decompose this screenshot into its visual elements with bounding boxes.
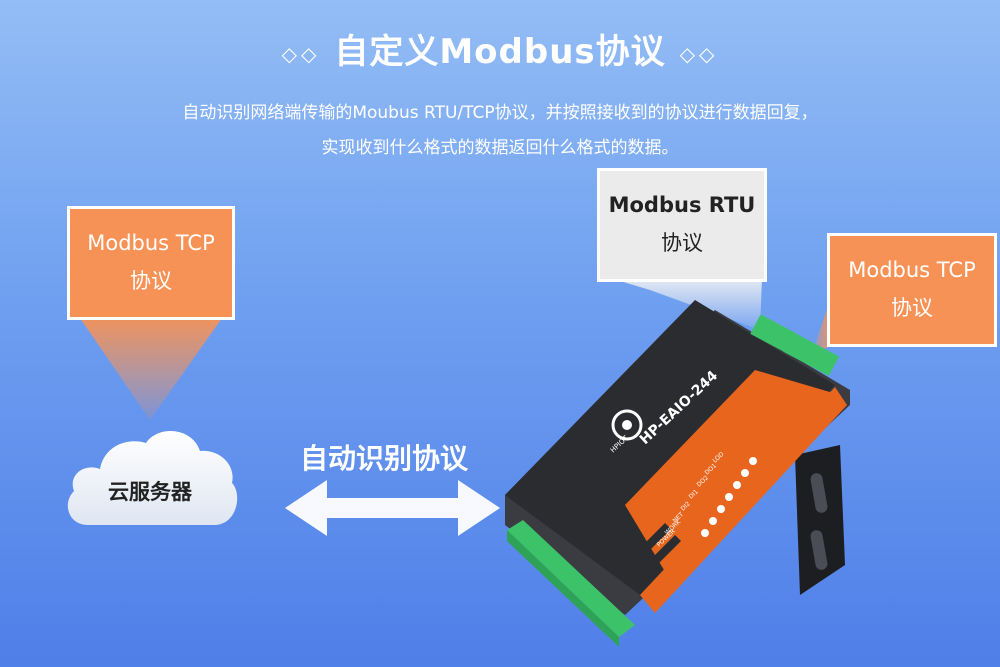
- cloud-server-icon: [67, 431, 238, 525]
- status-leds: [701, 457, 757, 537]
- hp-eaio-244-device: HP-EAIO-244 HPIOT LODDO1DO2DI1DI2NETWORK…: [505, 300, 850, 647]
- hpiot-logo-icon: [611, 409, 643, 441]
- modbus-tcp-box-left: Modbus TCP 协议: [67, 206, 235, 320]
- box-center-line1: Modbus RTU: [608, 193, 756, 218]
- box-center-line2: 协议: [661, 231, 703, 255]
- box-right-line1: Modbus TCP: [848, 258, 976, 283]
- description-line-2: 实现收到什么格式的数据返回什么格式的数据。: [321, 138, 679, 158]
- box-right-line2: 协议: [891, 296, 933, 320]
- page-title: ◇◇ 自定义Modbus协议 ◇◇: [0, 24, 1000, 73]
- modbus-tcp-box-right: Modbus TCP 协议: [827, 233, 997, 347]
- diamond-decoration-right: ◇◇: [679, 41, 719, 66]
- box-left-line1: Modbus TCP: [87, 231, 215, 256]
- box-left-line2: 协议: [130, 269, 172, 293]
- beam-center: [610, 278, 762, 330]
- diamond-decoration-left: ◇◇: [281, 41, 321, 66]
- title-text: 自定义Modbus协议: [334, 32, 666, 72]
- description-line-1: 自动识别网络端传输的Moubus RTU/TCP协议，并按照接收到的协议进行数据…: [182, 103, 818, 123]
- double-arrow-icon: [285, 480, 500, 536]
- cloud-server-label: 云服务器: [108, 480, 192, 504]
- beam-left: [80, 318, 222, 420]
- terminal-block-top: [750, 314, 840, 376]
- terminal-block-bottom: [507, 520, 635, 647]
- auto-identify-label: 自动识别协议: [300, 442, 469, 475]
- din-rail-bracket: [795, 445, 845, 595]
- modbus-rtu-box-center: Modbus RTU 协议: [597, 168, 767, 282]
